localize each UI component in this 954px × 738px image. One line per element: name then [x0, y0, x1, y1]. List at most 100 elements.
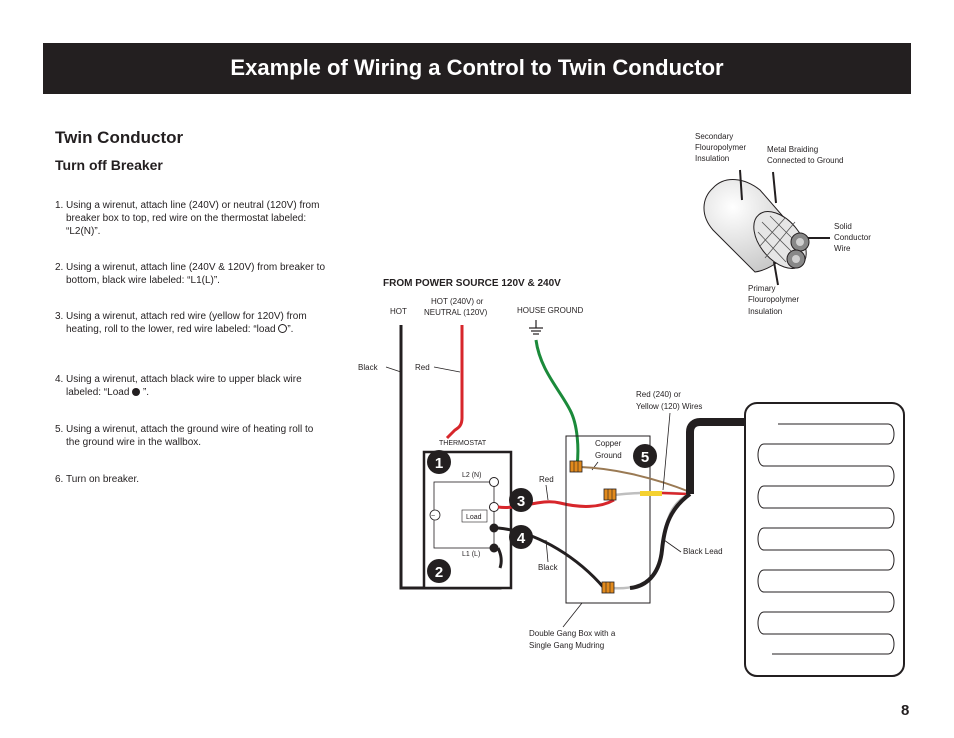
primary-label-1: Primary: [748, 284, 776, 293]
heating-red-wire: [661, 491, 689, 496]
badge-3-circle: [509, 488, 533, 512]
wirenuts: [569, 460, 617, 594]
badge-4-circle: [509, 525, 533, 549]
section-subtitle: Turn off Breaker: [55, 157, 163, 173]
secondary-label-1: Secondary: [695, 132, 733, 141]
hot-label: HOT: [390, 307, 407, 316]
badge-1: 1: [427, 450, 451, 474]
step-text: Using a wirenut, attach black wire to up…: [55, 373, 330, 399]
black-lead-label: Black Lead: [683, 547, 723, 556]
red-mid-label: Red: [539, 475, 554, 484]
instruction-step-4: 4. Using a wirenut, attach black wire to…: [55, 373, 330, 399]
heating-roll-mat: [744, 402, 905, 677]
black-lead-leader: [663, 539, 682, 553]
gang-box-label-2: Single Gang Mudring: [529, 641, 604, 650]
braiding-label-1: Metal Braiding: [767, 145, 818, 154]
l1l-label: L1 (L): [462, 551, 480, 558]
instruction-step-3: 3. Using a wirenut, attach red wire (yel…: [55, 310, 330, 336]
badge-3-label: 3: [517, 493, 525, 510]
load-filled-circle-icon: [132, 388, 141, 396]
instruction-step-1: 1. Using a wirenut, attach line (240V) o…: [55, 199, 330, 238]
thermostat-terminals: [489, 477, 499, 553]
step-text-after: ”.: [140, 387, 150, 398]
badge-5-circle: [633, 444, 657, 468]
step-text: Using a wirenut, attach the ground wire …: [66, 424, 314, 448]
black-mid-leader: [545, 539, 549, 563]
red-label-leader: [433, 366, 461, 373]
l1-terminal-filled: [489, 543, 499, 553]
secondary-label-2: Flouropolymer: [695, 143, 746, 152]
badge-2-circle: [427, 559, 451, 583]
step-number: 2.: [55, 262, 64, 273]
badge-5: 5: [633, 444, 657, 468]
instruction-step-5: 5. Using a wirenut, attach the ground wi…: [55, 423, 330, 449]
l2n-label: L2 (N): [462, 472, 481, 479]
badge-3: 3: [509, 488, 533, 512]
black-label-leader: [385, 366, 402, 373]
red-mid-leader: [545, 484, 549, 501]
badge-2: 2: [427, 559, 451, 583]
ground-symbol-icon: [529, 320, 543, 335]
black-lead-wire: [629, 492, 692, 590]
secondary-label-3: Insulation: [695, 154, 729, 163]
red-yellow-label-1: Red (240) or: [636, 390, 681, 399]
header-bar: Example of Wiring a Control to Twin Cond…: [43, 43, 911, 94]
house-ground-label: HOUSE GROUND: [517, 306, 583, 315]
wirenut-black-icon: [601, 581, 615, 594]
twin-conductor-cable: [686, 418, 768, 494]
conductor-core-2-icon: [792, 255, 800, 263]
power-source-label: FROM POWER SOURCE 120V & 240V: [383, 278, 561, 289]
badge-5-label: 5: [641, 449, 649, 466]
load-box: [461, 509, 488, 523]
load-terminal-open: [489, 502, 499, 512]
step-number: 4.: [55, 374, 64, 385]
load-open-circle-icon: [278, 324, 288, 333]
gang-box: [565, 435, 651, 604]
copper-ground-label-2: Ground: [595, 451, 622, 460]
gang-box-label-1: Double Gang Box with a: [529, 629, 616, 638]
heating-cable-serpentine: [757, 423, 895, 655]
yellow-band: [640, 491, 662, 496]
badge-2-label: 2: [435, 564, 443, 581]
step-text-after: ”.: [287, 324, 294, 335]
black-wire-label: Black: [358, 363, 379, 372]
l2-terminal-open: [489, 477, 499, 487]
wirenut-red-icon: [603, 488, 617, 501]
badge-1-label: 1: [435, 455, 443, 472]
braiding-label-2: Connected to Ground: [767, 156, 844, 165]
step-text-before: Using a wirenut, attach black wire to up…: [66, 374, 302, 398]
hot-neutral-label-1: HOT (240V) or: [431, 297, 484, 306]
ac-source-icon: [429, 509, 441, 521]
primary-label-2: Flouropolymer: [748, 295, 799, 304]
instruction-step-6: 6. Turn on breaker.: [55, 473, 330, 486]
instruction-step-2: 2. Using a wirenut, attach line (240V & …: [55, 261, 330, 287]
black-mid-label: Black: [538, 563, 559, 572]
red-wire-label: Red: [415, 363, 430, 372]
red-yellow-label-2: Yellow (120) Wires: [636, 402, 702, 411]
green-ground-wire: [534, 339, 580, 467]
conductor-core-1-icon: [796, 238, 804, 246]
wirenut-ground-icon: [569, 460, 583, 473]
badge-1-circle: [427, 450, 451, 474]
hot-neutral-label-2: NEUTRAL (120V): [424, 308, 488, 317]
step-text-before: Using a wirenut, attach red wire (yellow…: [66, 311, 307, 335]
step-text: Using a wirenut, attach line (240V & 120…: [66, 262, 326, 286]
solid-label-1: Solid: [834, 222, 852, 231]
copper-ground-wire: [579, 466, 691, 493]
thermostat-label: THERMOSTAT: [439, 440, 487, 447]
ac-tilde-icon: ~: [431, 513, 435, 520]
solid-label-2: Conductor: [834, 233, 871, 242]
cable-leader-lines: [739, 169, 830, 286]
badge-4-label: 4: [517, 530, 526, 547]
step-number: 5.: [55, 424, 64, 435]
step-text: Turn on breaker.: [66, 474, 140, 485]
copper-ground-label-1: Copper: [595, 439, 622, 448]
cable-cross-section: Secondary Flouropolymer Insulation Metal…: [695, 132, 871, 316]
step-number: 6.: [55, 474, 64, 485]
step-number: 3.: [55, 311, 64, 322]
step-number: 1.: [55, 200, 64, 211]
primary-label-3: Insulation: [748, 307, 782, 316]
thermostat-l1-wire: [496, 547, 503, 569]
step-text: Using a wirenut, attach red wire (yellow…: [55, 310, 330, 336]
